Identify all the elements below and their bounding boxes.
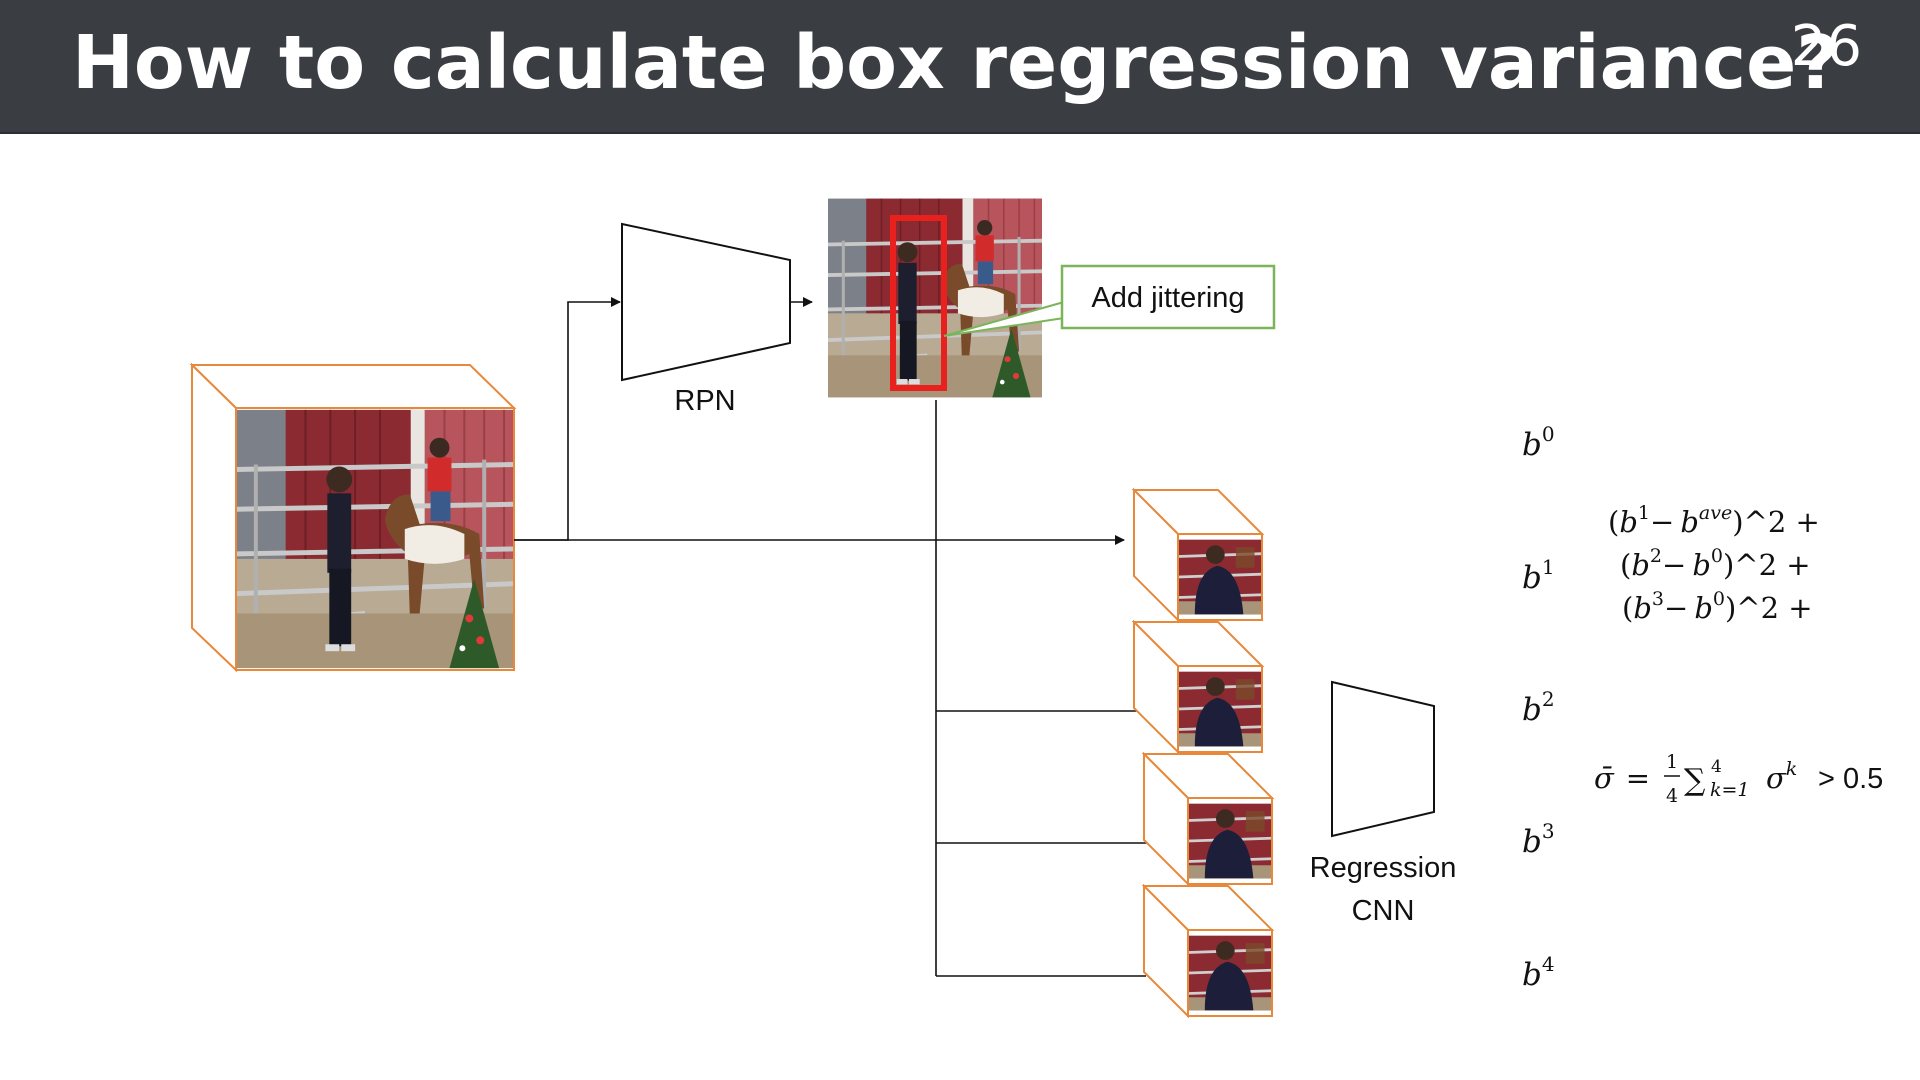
svg-text:σk: σk [1766, 758, 1797, 795]
jitter-label: Add jittering [1091, 282, 1244, 314]
arrow-input-to-rpn [514, 302, 620, 540]
input-image [236, 410, 514, 668]
svg-text:σ̄=: σ̄= [1594, 761, 1650, 795]
jittered-patch-4 [1144, 886, 1272, 1016]
rpn-network-shape [622, 224, 790, 380]
svg-text:> 0.5: > 0.5 [1818, 763, 1883, 795]
svg-text:1: 1 [1666, 751, 1678, 773]
svg-text:4: 4 [1666, 785, 1678, 807]
regression-cnn-shape [1332, 682, 1434, 836]
svg-text:∑: ∑ [1684, 763, 1706, 798]
jittered-patch-2 [1134, 622, 1262, 752]
variance-formula-line3: (b3−b0)^2 + [1622, 588, 1813, 625]
box-label-b2: b2 [1522, 687, 1555, 728]
variance-formula-line2: (b2−b0)^2 + [1620, 545, 1811, 582]
input-image-cube [192, 365, 514, 670]
box-label-b3: b3 [1522, 819, 1555, 860]
box-label-b1: b1 [1522, 555, 1555, 596]
variance-formula-line1: (b1−bave)^2 + [1608, 502, 1820, 539]
proposal-image [828, 199, 1042, 398]
box-label-b0: b0 [1522, 422, 1555, 463]
jittered-patch-1 [1134, 490, 1262, 620]
regression-label-line2: CNN [1352, 895, 1415, 927]
mean-variance-formula: σ̄= 1 4 ∑ 4 k=1 σk > 0.5 [1594, 751, 1883, 807]
jittered-patch-3 [1144, 754, 1272, 884]
box-label-b4: b4 [1522, 952, 1555, 993]
svg-text:4: 4 [1711, 757, 1722, 777]
svg-text:k=1: k=1 [1710, 779, 1750, 801]
regression-label-line1: Regression [1310, 852, 1457, 884]
rpn-label: RPN [674, 385, 735, 417]
